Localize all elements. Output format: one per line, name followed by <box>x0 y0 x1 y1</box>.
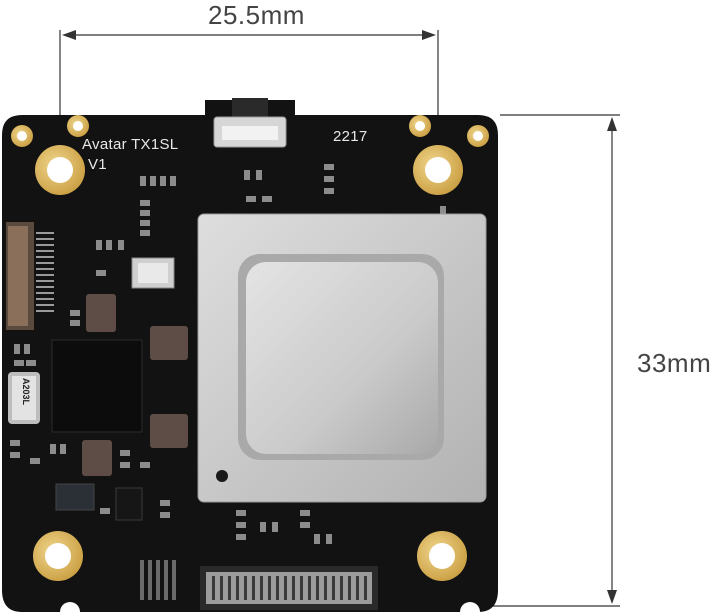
mounting-hole-top-left <box>35 145 85 195</box>
mounting-hole-bottom-right <box>417 531 467 581</box>
heat-shield <box>197 213 487 503</box>
height-label: 33mm <box>637 348 712 378</box>
code-label: 2217 <box>333 128 368 145</box>
fpc-connector-bottom <box>200 566 378 610</box>
crystal-oscillator <box>131 257 175 289</box>
mounting-hole-top-right <box>413 145 463 195</box>
width-label: 25.5mm <box>208 0 305 30</box>
height-dimension <box>470 114 620 607</box>
main-ic <box>51 339 143 433</box>
power-switch <box>213 98 287 148</box>
model-label: Avatar TX1SL <box>82 136 179 153</box>
fpc-connector-left <box>6 222 54 330</box>
version-label: V1 <box>88 156 107 173</box>
a203l-component <box>8 372 40 424</box>
mounting-hole-bottom-left <box>33 531 83 581</box>
component-marking: A203L <box>21 378 31 406</box>
pcb-board <box>2 98 498 614</box>
